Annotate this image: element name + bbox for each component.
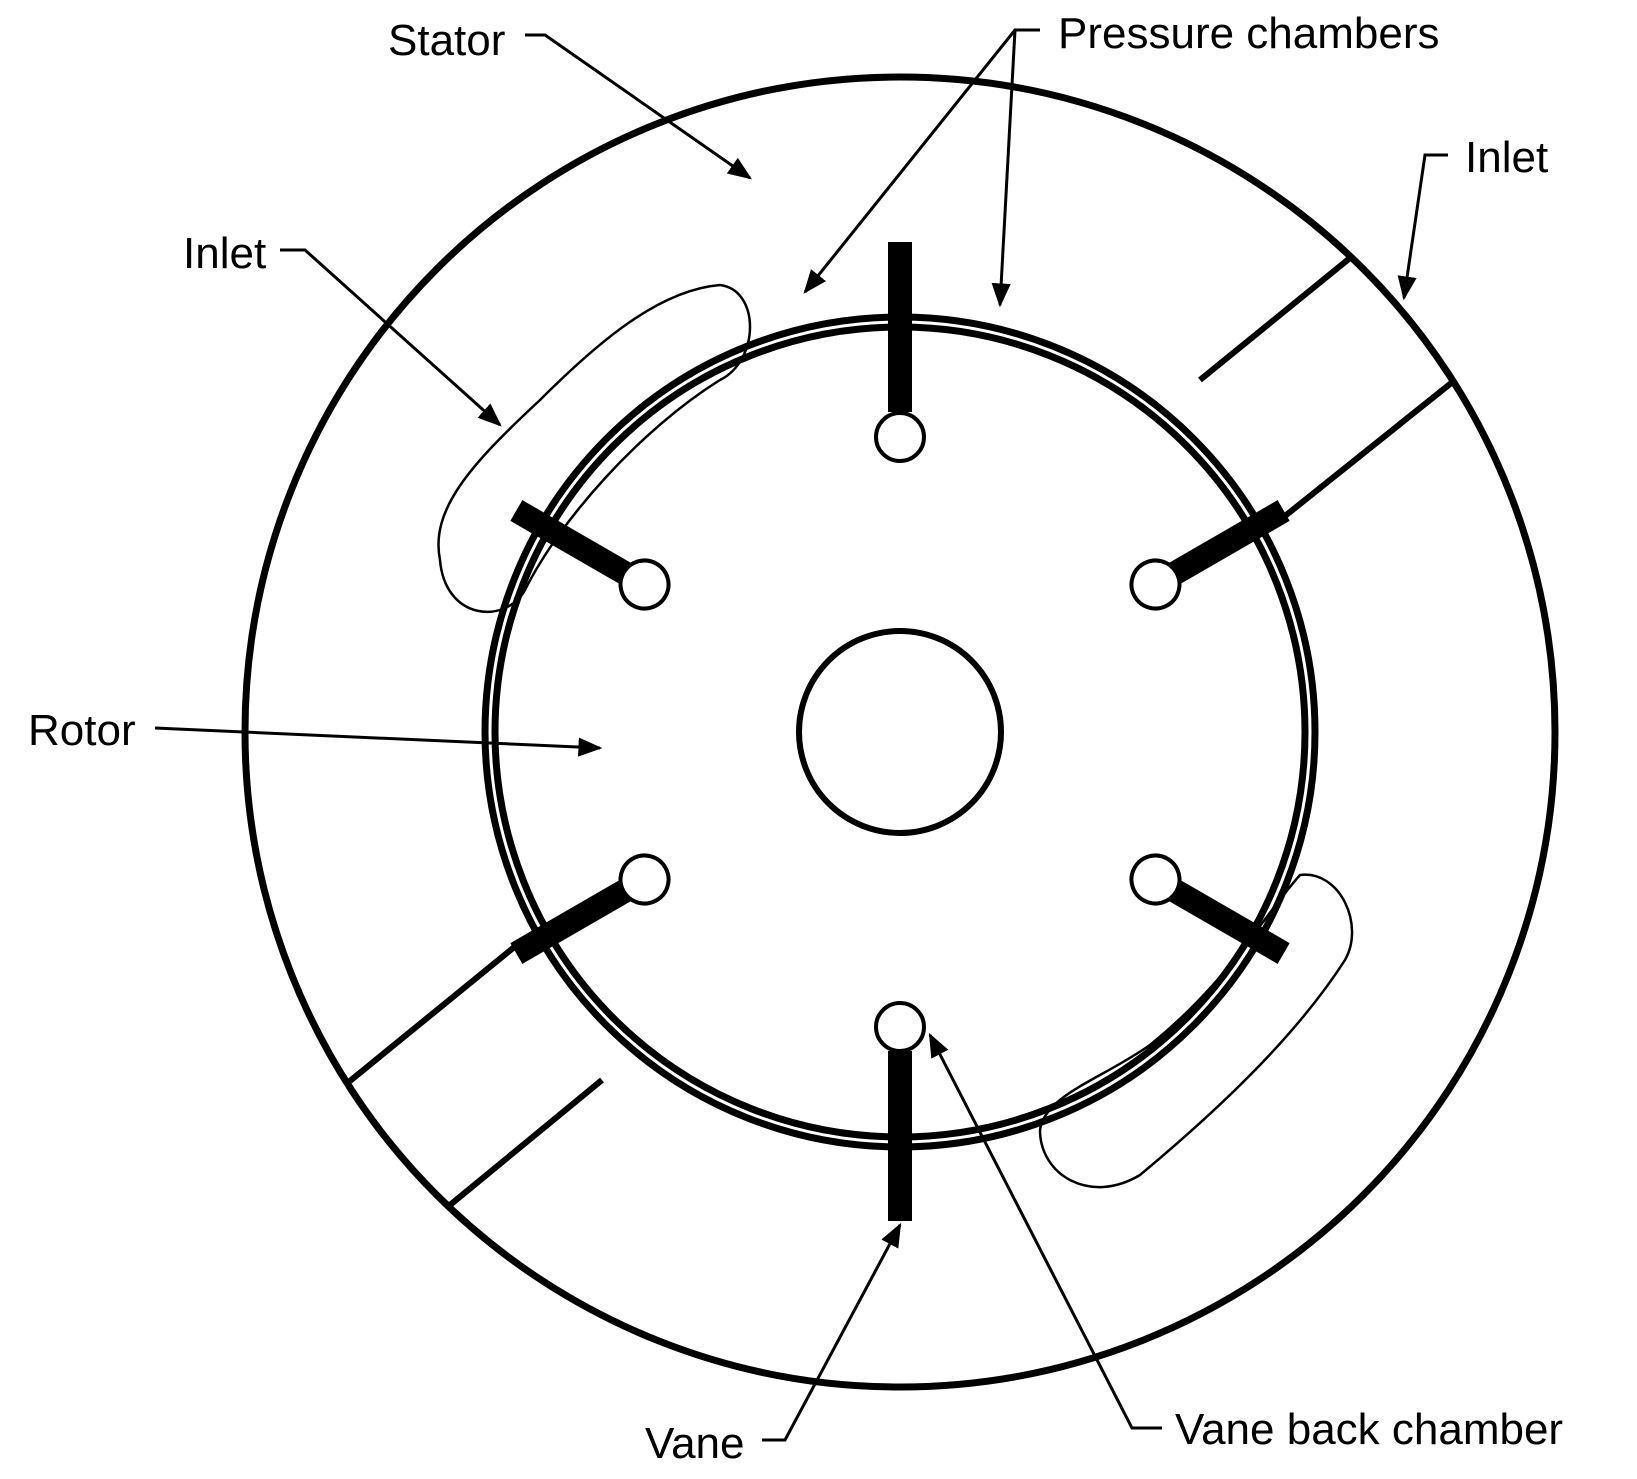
label-inlet-left: Inlet (183, 229, 266, 278)
vane-lower-right (1129, 853, 1290, 964)
stator-leader (525, 33, 752, 180)
label-stator: Stator (388, 16, 505, 65)
port-line (343, 941, 520, 1088)
label-pressure-chambers: Pressure chambers (1058, 9, 1439, 58)
vane-lower-left (510, 853, 671, 964)
inlet-kidney-port (1038, 873, 1354, 1189)
vane-leader (762, 1222, 902, 1442)
label-vane-back-chamber: Vane back chamber (1175, 1405, 1563, 1454)
pressure-chambers-leader-1 (803, 28, 1040, 294)
port-line (1198, 255, 1352, 383)
label-inlet-right: Inlet (1465, 133, 1548, 182)
rotor-leader (154, 726, 603, 757)
inlet-left-leader (280, 248, 502, 427)
vane-top (874, 242, 926, 463)
port-line (448, 1077, 604, 1208)
vane-bottom (874, 1001, 926, 1221)
label-vane: Vane (645, 1419, 745, 1468)
vane-back-chamber-leader (928, 1032, 1162, 1430)
inlet-kidney-port (437, 283, 752, 614)
inlet-right-leader (1397, 153, 1448, 301)
label-rotor: Rotor (28, 706, 136, 755)
vane-upper-right (1129, 500, 1290, 611)
shaft-hole (796, 628, 1004, 836)
vane-upper-left (510, 500, 671, 611)
pressure-chambers-leader-2 (991, 29, 1017, 308)
port-line (1278, 377, 1457, 523)
